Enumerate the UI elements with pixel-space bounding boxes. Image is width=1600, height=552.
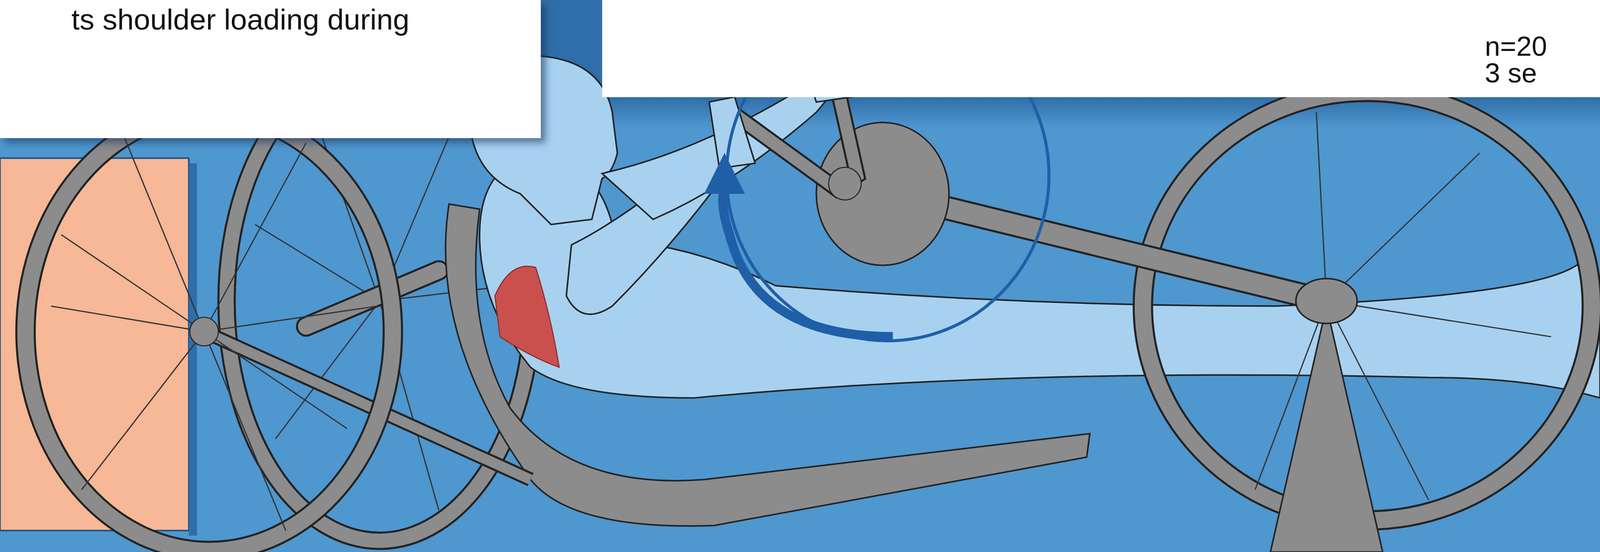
- arrow-head: [704, 152, 746, 194]
- crank-axle: [828, 167, 862, 200]
- panel-text: 3 se: [1484, 56, 1538, 90]
- axle: [306, 270, 439, 327]
- axle: [306, 270, 439, 327]
- text-panel: n=203 se: [602, 0, 1600, 98]
- text-panel: ts shoulder loading during: [0, 0, 541, 139]
- near-rear-wheel: [25, 112, 394, 551]
- front-wheel: [1142, 91, 1592, 552]
- hub: [1295, 278, 1358, 324]
- panel-text: ts shoulder loading during: [71, 1, 410, 38]
- rotation-arrow: [722, 188, 893, 337]
- chainring: [816, 122, 950, 266]
- muscle: [495, 266, 560, 368]
